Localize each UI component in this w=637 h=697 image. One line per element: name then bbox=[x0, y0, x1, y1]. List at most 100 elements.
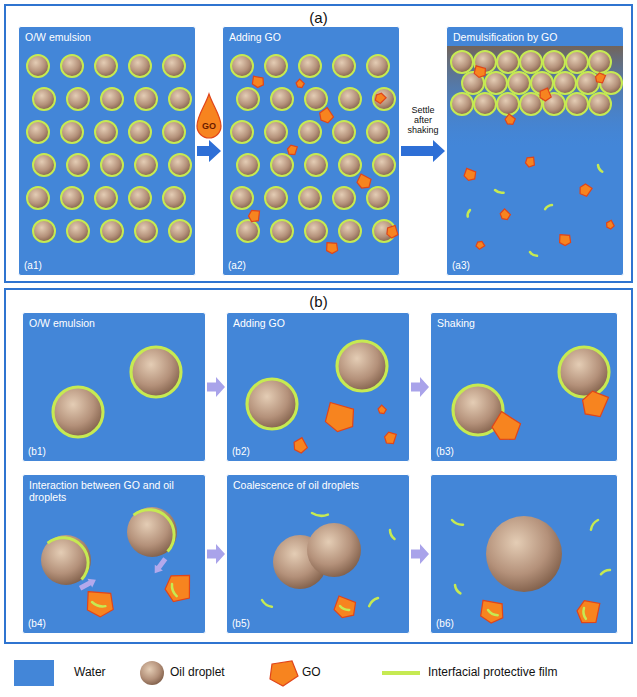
oil-droplet bbox=[589, 51, 611, 73]
oil-droplet bbox=[237, 220, 259, 242]
go-sheet bbox=[375, 93, 386, 103]
go-sheet bbox=[474, 66, 485, 78]
oil-droplet bbox=[247, 379, 297, 429]
go-sheet bbox=[560, 235, 571, 246]
interfacial-film bbox=[95, 55, 117, 77]
oil-droplet bbox=[169, 154, 191, 176]
interfacial-film bbox=[131, 347, 181, 397]
oil-droplet bbox=[163, 187, 185, 209]
panel-label: (a3) bbox=[452, 260, 470, 272]
interfacial-film bbox=[129, 121, 151, 143]
film-fragment bbox=[488, 610, 498, 615]
oil-droplet bbox=[486, 516, 562, 592]
interfacial-film bbox=[333, 187, 355, 209]
legend-text: Water bbox=[74, 665, 106, 679]
interfacial-film bbox=[373, 88, 395, 110]
legend-film-icon bbox=[382, 671, 420, 675]
step-title: Interaction between GO and oil droplets bbox=[29, 479, 201, 503]
go-sheet bbox=[327, 243, 338, 254]
interfacial-film bbox=[27, 55, 49, 77]
interfacial-film bbox=[265, 121, 287, 143]
oil-droplet bbox=[169, 88, 191, 110]
go-sheet bbox=[607, 220, 615, 229]
interfacial-film bbox=[305, 88, 327, 110]
interfacial-film bbox=[497, 93, 519, 115]
oil-droplet bbox=[367, 121, 389, 143]
interfacial-film bbox=[299, 187, 321, 209]
interfacial-film bbox=[271, 154, 293, 176]
oil-droplet bbox=[61, 187, 83, 209]
flow-arrow bbox=[411, 377, 429, 397]
attraction-arrow bbox=[79, 579, 96, 591]
film-fragment bbox=[452, 520, 463, 525]
interfacial-film bbox=[231, 121, 253, 143]
oil-droplet bbox=[333, 121, 355, 143]
interfacial-film bbox=[95, 187, 117, 209]
oil-droplet bbox=[95, 55, 117, 77]
panel-label: (a1) bbox=[24, 260, 42, 272]
sub-panel: O/W emulsion(b1) bbox=[22, 312, 206, 462]
oil-droplet bbox=[41, 535, 91, 585]
oil-droplet bbox=[339, 220, 361, 242]
interfacial-film bbox=[67, 154, 89, 176]
step-title: Adding GO bbox=[229, 31, 281, 43]
oil-droplet bbox=[169, 220, 191, 242]
oil-droplet bbox=[135, 220, 157, 242]
interfacial-film bbox=[566, 93, 588, 115]
go-sheet bbox=[583, 391, 609, 417]
panel-label: (b5) bbox=[232, 618, 250, 630]
oil-droplet bbox=[67, 154, 89, 176]
oil-droplet bbox=[566, 51, 588, 73]
panel-label: (b6) bbox=[436, 618, 454, 630]
interfacial-film bbox=[271, 220, 293, 242]
oil-droplet bbox=[61, 55, 83, 77]
oil-droplet bbox=[61, 121, 83, 143]
oil-droplet bbox=[559, 347, 609, 397]
go-sheet bbox=[378, 405, 386, 414]
oil-droplet bbox=[577, 72, 599, 94]
interfacial-film bbox=[520, 93, 542, 115]
interfacial-film bbox=[237, 220, 259, 242]
go-sheet bbox=[334, 596, 355, 618]
oil-droplet bbox=[589, 93, 611, 115]
interfacial-film bbox=[299, 55, 321, 77]
oil-droplet bbox=[231, 187, 253, 209]
oil-droplet bbox=[305, 88, 327, 110]
oil-droplet bbox=[543, 51, 565, 73]
oil-droplet bbox=[554, 72, 576, 94]
step-title: Demulsification by GO bbox=[453, 31, 557, 43]
go-sheet bbox=[288, 145, 298, 155]
step-title: Coalescence of oil droplets bbox=[233, 479, 359, 491]
oil-droplet bbox=[265, 121, 287, 143]
interfacial-film bbox=[247, 379, 297, 429]
interfacial-film bbox=[237, 88, 259, 110]
interfacial-film bbox=[53, 387, 103, 437]
interfacial-film bbox=[231, 55, 253, 77]
legend-go-icon bbox=[270, 661, 298, 686]
interfacial-film bbox=[520, 51, 542, 73]
oil-droplet bbox=[163, 55, 185, 77]
oil-droplet bbox=[101, 220, 123, 242]
interfacial-film bbox=[265, 187, 287, 209]
film-fragment bbox=[583, 608, 585, 619]
interfacial-film bbox=[339, 220, 361, 242]
panel-title: (b) bbox=[6, 293, 631, 310]
interfacial-film bbox=[61, 55, 83, 77]
oil-droplet bbox=[129, 121, 151, 143]
oil-droplet bbox=[33, 88, 55, 110]
edge-label: Settle after shaking bbox=[402, 106, 444, 136]
oil-droplet bbox=[67, 88, 89, 110]
film-fragment bbox=[172, 584, 177, 596]
interfacial-film bbox=[163, 187, 185, 209]
oil-droplet bbox=[27, 187, 49, 209]
oil-droplet bbox=[33, 154, 55, 176]
oil-droplet bbox=[497, 51, 519, 73]
oil-droplet bbox=[339, 88, 361, 110]
oil-droplet bbox=[129, 55, 151, 77]
oil-droplet bbox=[127, 507, 177, 557]
interfacial-film bbox=[27, 187, 49, 209]
go-sheet bbox=[577, 601, 600, 623]
step-title: O/W emulsion bbox=[29, 317, 95, 329]
interfacial-film bbox=[101, 88, 123, 110]
